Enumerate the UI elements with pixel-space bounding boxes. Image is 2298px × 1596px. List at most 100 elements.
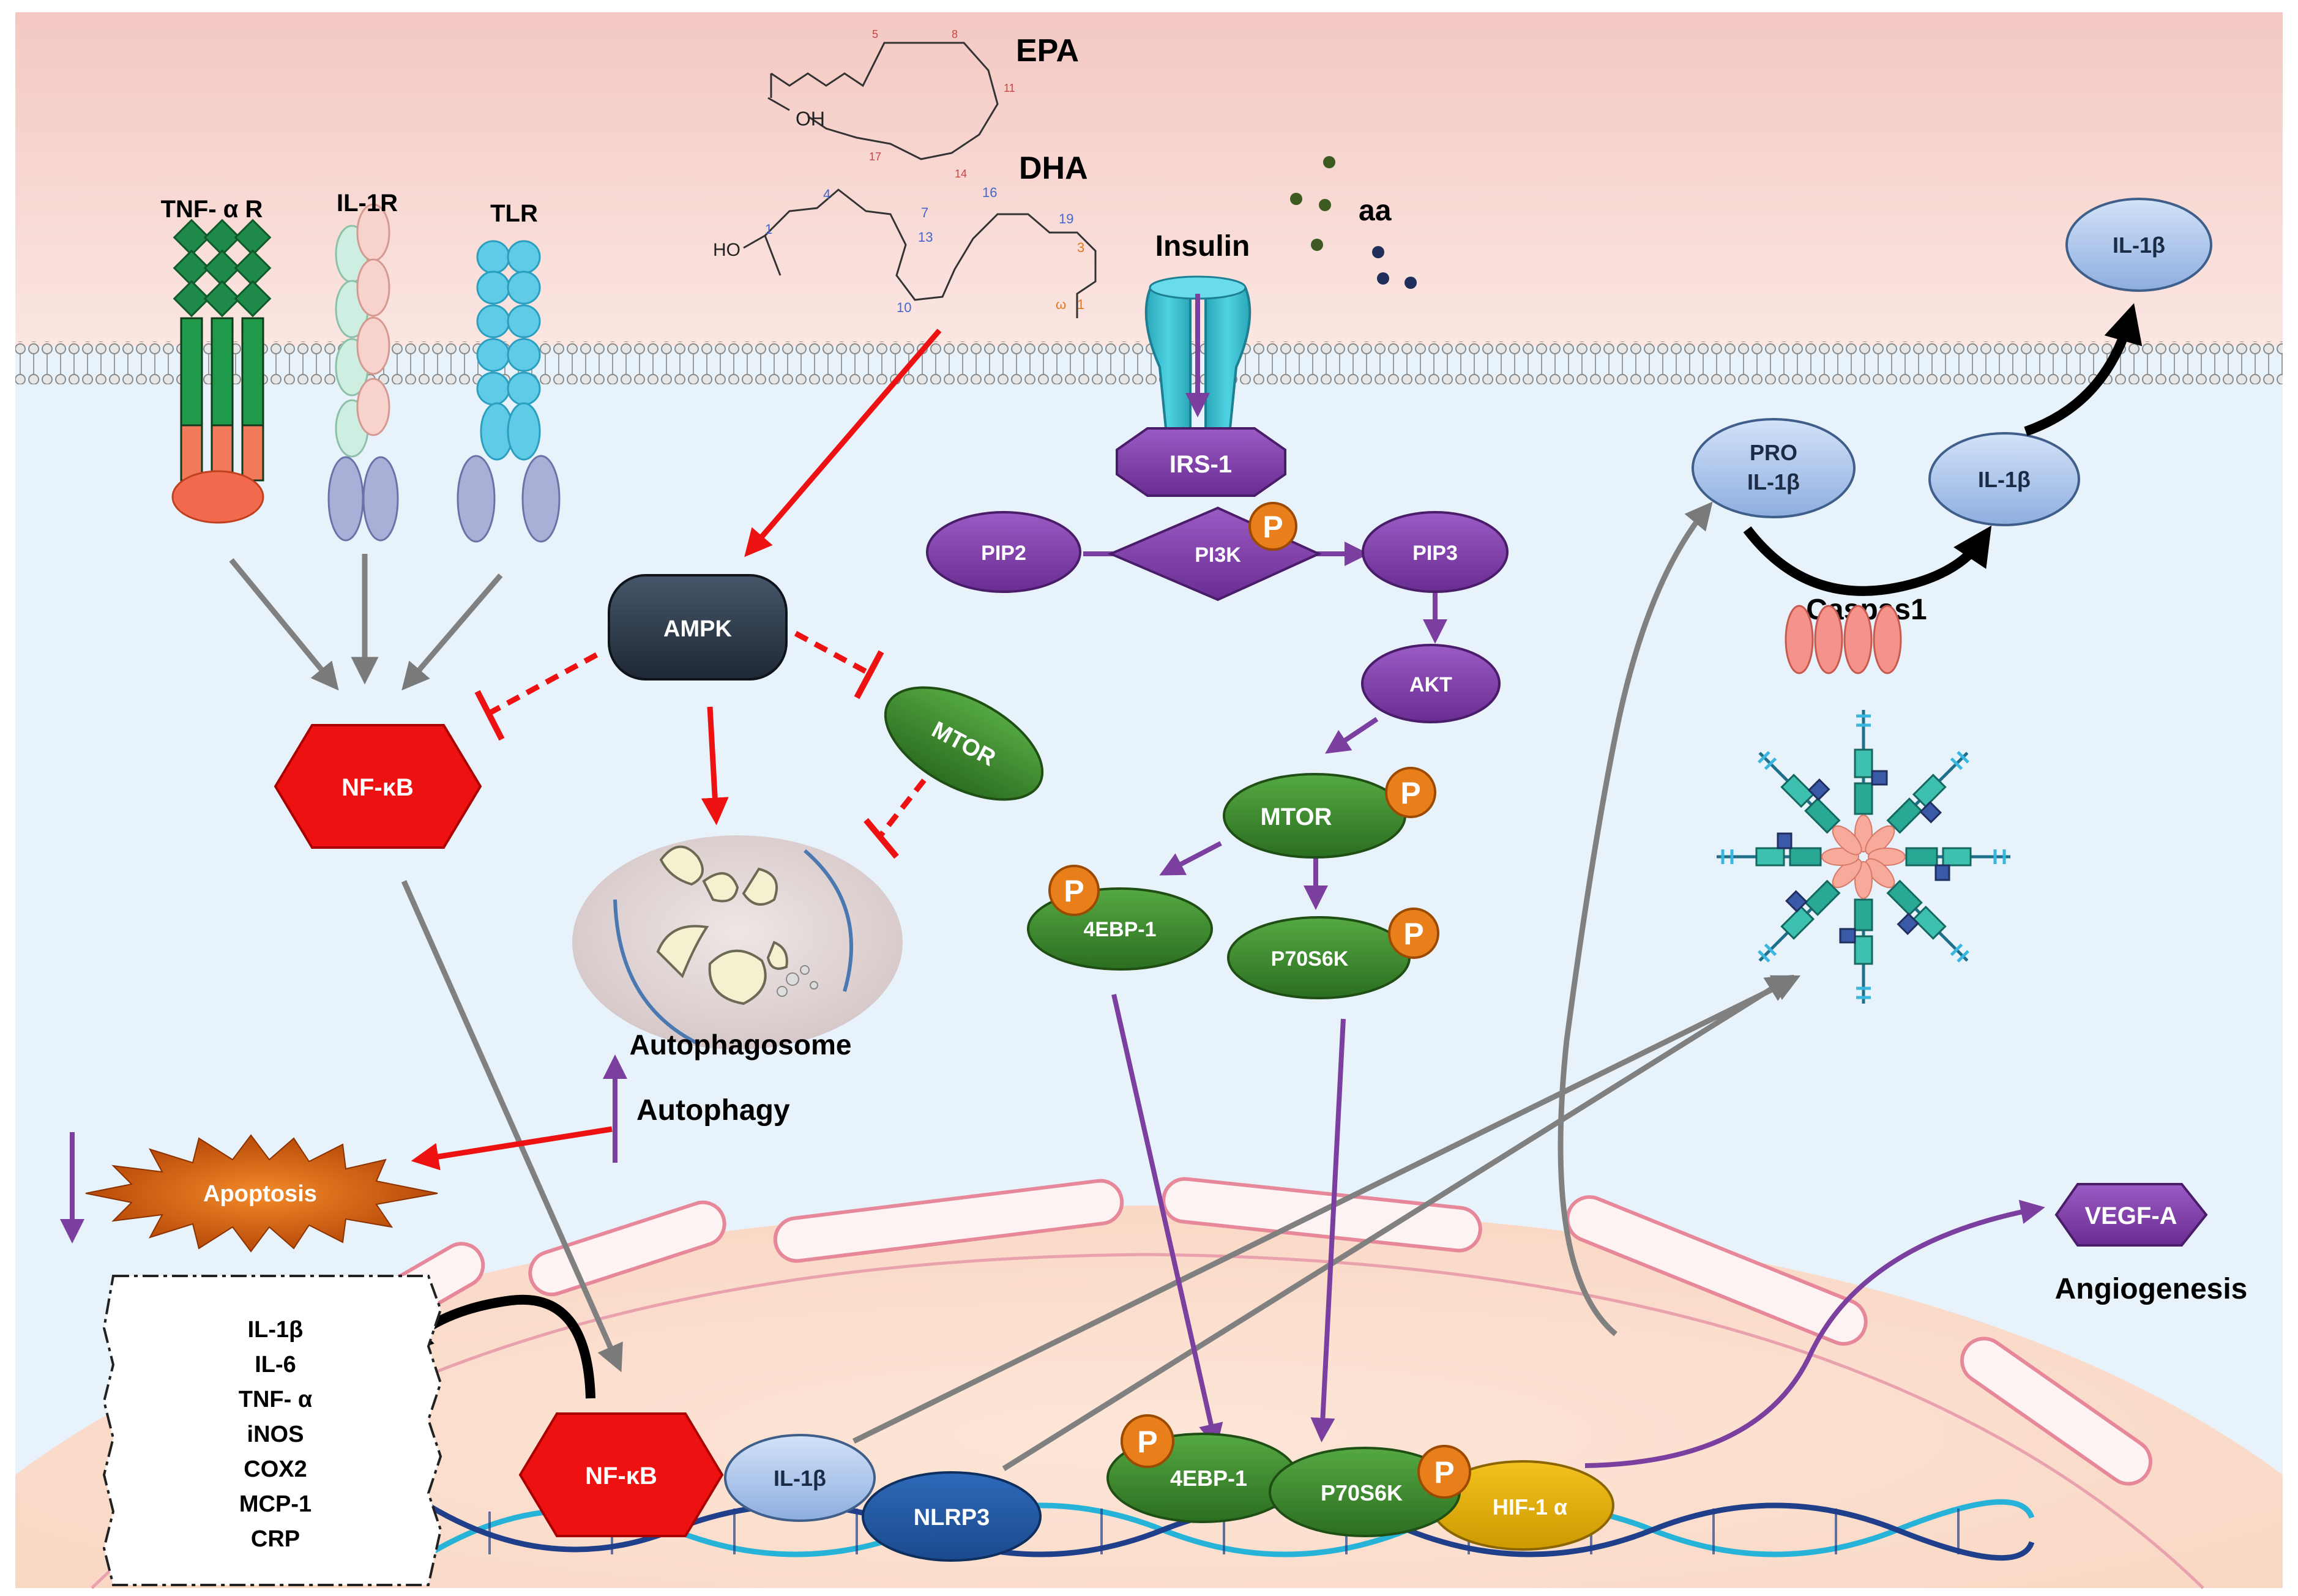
epa-label: EPA bbox=[1016, 33, 1079, 69]
irs1-label: IRS-1 bbox=[1170, 451, 1232, 478]
svg-text:1: 1 bbox=[1077, 297, 1084, 312]
svg-text:16: 16 bbox=[982, 185, 997, 200]
ampk-label: AMPK bbox=[663, 616, 732, 642]
svg-text:3: 3 bbox=[1077, 240, 1084, 255]
mtor-node-ampk bbox=[884, 686, 1044, 801]
svg-text:14: 14 bbox=[955, 168, 967, 180]
4ebp1-nuclear-label: 4EBP-1 bbox=[1170, 1466, 1247, 1491]
phospho-label: P bbox=[1137, 1425, 1157, 1459]
phospho-label: P bbox=[1434, 1455, 1454, 1490]
svg-text:19: 19 bbox=[1059, 211, 1073, 226]
il1b-nuclear-node bbox=[724, 1434, 876, 1522]
svg-text:P: P bbox=[1263, 510, 1283, 544]
autophagosome-label: Autophagosome bbox=[630, 1029, 852, 1061]
il1b-mature-node bbox=[1928, 432, 2080, 526]
apoptosis-label: Apoptosis bbox=[203, 1181, 317, 1207]
epa-structure bbox=[767, 42, 999, 160]
tlr-label: TLR bbox=[490, 200, 538, 227]
nfkb-node bbox=[274, 724, 482, 849]
epa-oh-label: OH bbox=[796, 108, 825, 130]
svg-text:P: P bbox=[1403, 917, 1423, 951]
pip2-label: PIP2 bbox=[981, 542, 1026, 565]
insulin-label: Insulin bbox=[1155, 230, 1250, 263]
pi3k-label: PI3K bbox=[1195, 543, 1241, 567]
pip2-node bbox=[926, 511, 1081, 593]
dha-structure bbox=[743, 188, 1097, 318]
ampk-node bbox=[608, 574, 788, 681]
epa-carbon-numbers: 5 8 11 14 17 bbox=[869, 28, 1015, 180]
svg-text:7: 7 bbox=[921, 205, 928, 220]
phospho-badge bbox=[1121, 1414, 1174, 1468]
p70s6k-nuclear-label: P70S6K bbox=[1321, 1480, 1403, 1505]
cytokine-item: IL-1β bbox=[248, 1317, 304, 1343]
tnf-receptor bbox=[171, 218, 272, 524]
cytokine-item: MCP-1 bbox=[239, 1491, 311, 1517]
pro-il1b-node bbox=[1692, 418, 1856, 518]
svg-text:11: 11 bbox=[1004, 82, 1015, 94]
dha-label: DHA bbox=[1019, 151, 1088, 186]
svg-text:4: 4 bbox=[823, 187, 830, 202]
il1b-mature-label: IL-1β bbox=[1978, 467, 2031, 492]
akt-node bbox=[1361, 644, 1501, 723]
ampk-to-autophagosome-arrow bbox=[701, 706, 729, 826]
cytokine-item: TNF- α bbox=[239, 1387, 312, 1412]
mtor-label-p: MTOR bbox=[1260, 804, 1332, 830]
svg-text:ω: ω bbox=[1056, 297, 1066, 312]
nfkb-nuclear-node bbox=[518, 1412, 724, 1537]
gray-arrows bbox=[229, 501, 1801, 1471]
tnf-receptor-label: TNF- α R bbox=[161, 196, 263, 223]
cytokine-list: IL-1β IL-6 TNF- α iNOS COX2 MCP-1 CRP bbox=[239, 1317, 312, 1552]
autophagosome-vesicle bbox=[572, 835, 903, 1050]
pip3-label: PIP3 bbox=[1412, 542, 1458, 565]
irs1-node bbox=[1116, 427, 1286, 497]
cytokine-item: iNOS bbox=[247, 1422, 304, 1447]
vegfa-label: VEGF-A bbox=[2084, 1203, 2177, 1229]
toll-like-receptor bbox=[457, 240, 561, 543]
hif1a-label: HIF-1 α bbox=[1493, 1494, 1567, 1520]
il1b-nuclear-label: IL-1β bbox=[774, 1466, 826, 1491]
amino-acid-dots bbox=[1290, 156, 1417, 289]
inflammasome-complex bbox=[1717, 710, 2010, 1004]
nfkb-nuclear-label: NF-κB bbox=[585, 1463, 657, 1490]
pro-il1b-label-1: PRO bbox=[1750, 440, 1797, 465]
dha-ho-label: HO bbox=[713, 240, 741, 260]
svg-text:P: P bbox=[1400, 776, 1420, 810]
phospho-badge bbox=[1417, 1445, 1471, 1499]
p70s6k-label-cyto: P70S6K bbox=[1271, 947, 1349, 971]
nlrp3-label: NLRP3 bbox=[914, 1505, 990, 1531]
vegfa-node bbox=[2054, 1183, 2208, 1247]
svg-text:8: 8 bbox=[952, 28, 958, 40]
il1r-label: IL-1R bbox=[337, 190, 398, 217]
il1-receptor bbox=[327, 203, 399, 542]
nlrp3-node bbox=[862, 1471, 1042, 1562]
il1b-secreted-label: IL-1β bbox=[2113, 233, 2165, 258]
autophagy-label: Autophagy bbox=[636, 1094, 790, 1127]
dha-carbon-numbers: 1 4 7 10 13 16 19 3 1 ω bbox=[765, 185, 1084, 315]
cytokine-item: COX2 bbox=[244, 1456, 307, 1482]
inhibition-lines bbox=[474, 631, 927, 859]
autophagy-to-apoptosis-arrow bbox=[411, 1126, 613, 1171]
cytokine-item: CRP bbox=[251, 1526, 300, 1552]
svg-text:P: P bbox=[1064, 874, 1084, 908]
svg-text:17: 17 bbox=[869, 151, 881, 163]
akt-label: AKT bbox=[1409, 673, 1452, 696]
angiogenesis-label: Angiogenesis bbox=[2055, 1273, 2248, 1305]
4ebp1-label-cyto: 4EBP-1 bbox=[1083, 918, 1156, 941]
svg-text:5: 5 bbox=[872, 28, 878, 40]
dha-to-ampk-arrow bbox=[744, 329, 942, 557]
svg-text:10: 10 bbox=[897, 300, 911, 315]
cell-membrane bbox=[15, 341, 2283, 384]
svg-text:1: 1 bbox=[765, 222, 772, 237]
cytokine-list-box bbox=[102, 1275, 442, 1586]
pro-il1b-label-2: IL-1β bbox=[1747, 469, 1800, 494]
cytokine-item: IL-6 bbox=[255, 1352, 296, 1378]
svg-text:13: 13 bbox=[918, 229, 933, 245]
nfkb-label: NF-κB bbox=[341, 774, 414, 801]
amino-acids-label: aa bbox=[1359, 195, 1392, 227]
pip3-node bbox=[1362, 511, 1509, 593]
caspase1-molecule bbox=[1785, 605, 1902, 674]
il1b-secreted-node bbox=[2065, 198, 2212, 292]
apoptosis-burst bbox=[85, 1134, 438, 1253]
